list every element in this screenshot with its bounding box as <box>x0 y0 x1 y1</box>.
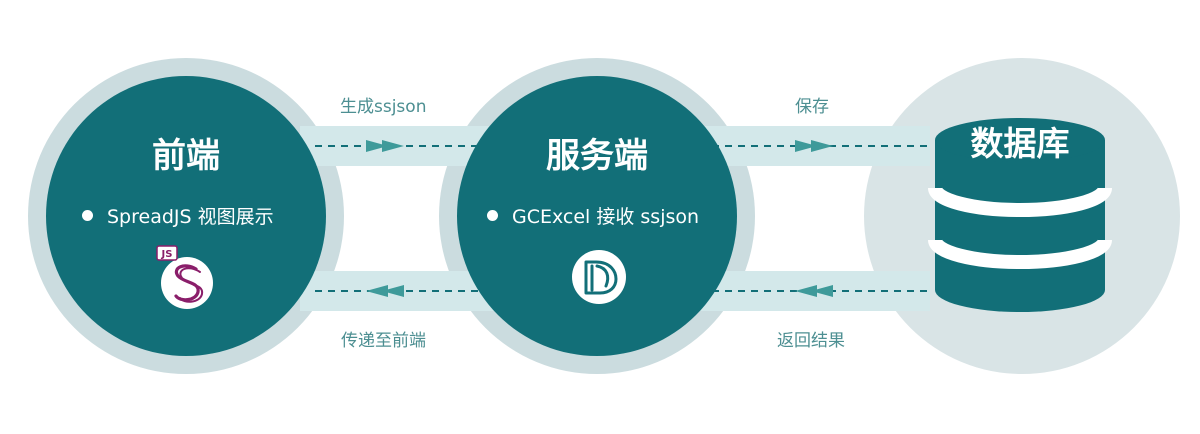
frontend-bullet: SpreadJS 视图展示 <box>82 202 274 229</box>
arrow-right-icon <box>366 140 404 152</box>
database-cylinder-icon <box>928 118 1112 312</box>
bullet-dot <box>82 210 93 221</box>
frontend-node <box>46 76 326 356</box>
spreadjs-badge-text: JS <box>161 249 173 260</box>
bullet-dot <box>487 210 498 221</box>
arrow-left-icon <box>795 285 833 297</box>
server-bullet-text: GCExcel 接收 ssjson <box>512 206 700 228</box>
arrow-left-icon <box>366 285 404 297</box>
flow-label-save: 保存 <box>795 97 829 117</box>
frontend-title: 前端 <box>152 136 220 176</box>
gcexcel-logo-icon <box>572 250 626 304</box>
flow-label-return: 返回结果 <box>777 331 845 351</box>
flow-label-deliver: 传递至前端 <box>341 331 426 351</box>
spreadjs-logo-icon: JS <box>156 245 213 309</box>
server-title: 服务端 <box>546 136 648 176</box>
flow-label-generate: 生成ssjson <box>340 97 427 117</box>
server-bullet: GCExcel 接收 ssjson <box>487 202 699 229</box>
server-node <box>457 76 737 356</box>
database-title: 数据库 <box>970 124 1070 163</box>
arrow-right-icon <box>795 140 833 152</box>
frontend-bullet-text: SpreadJS 视图展示 <box>107 206 274 228</box>
